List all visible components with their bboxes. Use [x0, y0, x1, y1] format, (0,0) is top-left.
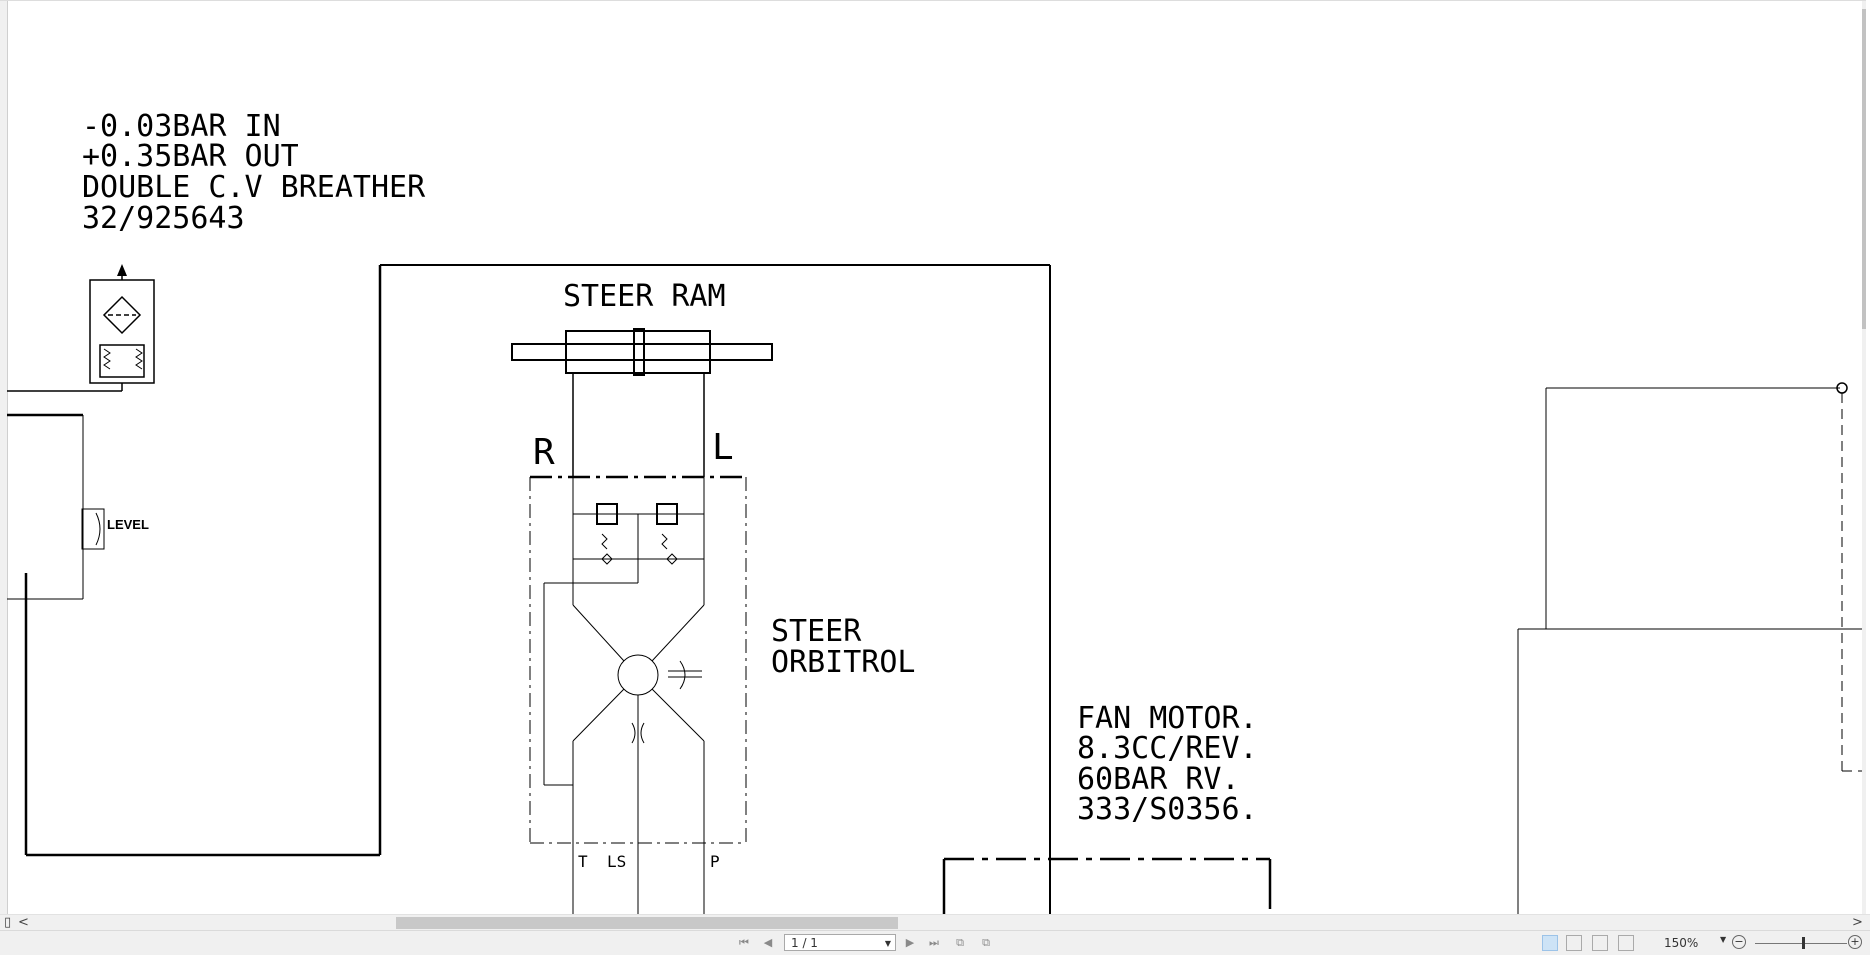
vertical-scrollbar[interactable] [1862, 1, 1866, 915]
previous-page-icon[interactable]: ◀ [763, 936, 773, 949]
breather-arrow [117, 264, 127, 276]
zoom-slider-thumb[interactable] [1802, 937, 1805, 949]
page-dropdown-icon[interactable]: ▼ [884, 939, 891, 948]
single-page-view-icon[interactable] [1542, 935, 1558, 951]
breather-note-4: 32/925643 [82, 201, 245, 236]
page-indicator: 1 / 1 [791, 936, 818, 950]
port-t-label: T [578, 852, 588, 871]
zoom-level[interactable]: 150% [1664, 936, 1699, 950]
next-view-icon[interactable]: ⧉ [982, 936, 990, 949]
toggle-panel-icon[interactable]: ▯ [4, 915, 12, 930]
vertical-scroll-thumb[interactable] [1862, 9, 1866, 329]
fan-motor-note-3: 60BAR RV. [1077, 762, 1240, 797]
fan-motor-note-4: 333/S0356. [1077, 792, 1258, 827]
left-gutter [0, 1, 8, 915]
breather-note-2: +0.35BAR OUT [82, 139, 299, 174]
zoom-out-button[interactable]: − [1732, 935, 1746, 949]
breather-note-1: -0.03BAR IN [82, 109, 281, 144]
previous-view-icon[interactable]: ⧉ [956, 936, 964, 949]
breather-filter [102, 295, 142, 335]
continuous-facing-view-icon[interactable] [1618, 935, 1634, 951]
zoom-in-button[interactable]: + [1848, 935, 1862, 949]
port-r-label: R [533, 432, 555, 473]
port-l-label: L [712, 427, 734, 468]
first-page-icon[interactable]: ⏮ [739, 936, 749, 949]
steer-ram-label: STEER RAM [563, 279, 726, 314]
hydraulic-schematic: -0.03BAR IN +0.35BAR OUT DOUBLE C.V BREA… [7, 109, 1866, 915]
orbitrol-label-line1: STEER [771, 614, 862, 649]
level-label: LEVEL [107, 517, 149, 532]
zoom-slider[interactable] [1755, 943, 1847, 944]
zoom-dropdown-icon[interactable]: ▼ [1720, 935, 1727, 944]
port-ls-label: LS [607, 852, 626, 871]
status-bar: ⏮ ◀ 1 / 1 ▼ ▶ ⏭ ⧉ ⧉ 150% ▼ − + [0, 930, 1870, 955]
steer-ram-cylinder [511, 343, 773, 361]
fan-motor-note-1: FAN MOTOR. [1077, 701, 1258, 736]
scroll-right-arrow[interactable]: > [1852, 915, 1863, 930]
last-page-icon[interactable]: ⏭ [929, 936, 939, 949]
orbitrol-label-line2: ORBITROL [771, 645, 916, 680]
fan-motor-note-2: 8.3CC/REV. [1077, 731, 1258, 766]
page-number-field[interactable]: 1 / 1 ▼ [784, 934, 896, 951]
breather-note-3: DOUBLE C.V BREATHER [82, 170, 426, 205]
horizontal-scroll-thumb[interactable] [396, 917, 898, 929]
document-viewport[interactable]: -0.03BAR IN +0.35BAR OUT DOUBLE C.V BREA… [0, 0, 1866, 915]
facing-view-icon[interactable] [1592, 935, 1608, 951]
level-gauge [81, 508, 105, 550]
continuous-view-icon[interactable] [1566, 935, 1582, 951]
next-page-icon[interactable]: ▶ [905, 936, 915, 949]
scroll-left-arrow[interactable]: < [18, 915, 29, 930]
port-p-label: P [710, 852, 720, 871]
horizontal-scrollbar[interactable]: ▯ < > [0, 914, 1870, 931]
